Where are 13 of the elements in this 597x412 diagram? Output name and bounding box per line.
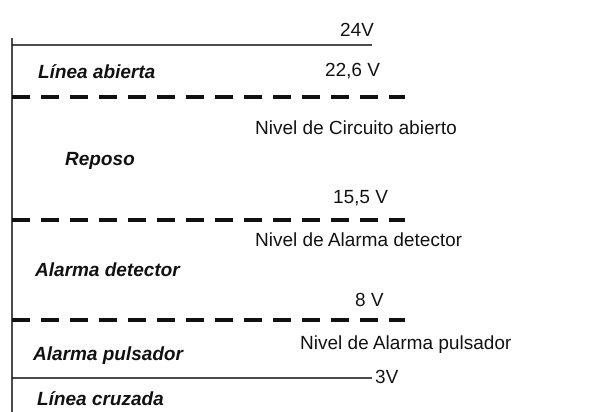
voltage-value: 24V	[340, 20, 374, 42]
zone-label: Reposo	[65, 149, 135, 171]
zone-label: Alarma pulsador	[33, 344, 183, 366]
zone-label: Línea cruzada	[37, 389, 164, 411]
threshold-label: Nivel de Alarma detector	[255, 230, 462, 252]
threshold-label: Nivel de Circuito abierto	[255, 118, 457, 140]
voltage-value: 15,5 V	[333, 187, 388, 209]
threshold-label: Nivel de Alarma pulsador	[300, 333, 512, 355]
voltage-value: 22,6 V	[325, 60, 380, 82]
zone-label: Línea abierta	[38, 62, 156, 84]
zone-label: Alarma detector	[35, 260, 180, 282]
voltage-value: 3V	[375, 367, 398, 389]
voltage-value: 8 V	[355, 290, 384, 312]
